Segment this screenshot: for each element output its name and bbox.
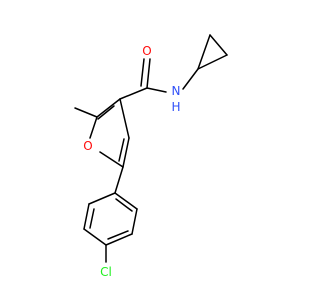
oxygen-furan-label: O (83, 139, 92, 153)
bond (83, 228, 107, 246)
bond (146, 87, 167, 93)
bond (89, 116, 98, 139)
bond (74, 107, 98, 118)
bond (182, 68, 199, 90)
bond (146, 58, 151, 89)
bonds (74, 34, 228, 263)
hydrogen-label: H (171, 100, 180, 114)
bond (105, 233, 133, 246)
bond (114, 192, 138, 210)
bond (97, 105, 115, 120)
bond (197, 54, 228, 70)
chlorine-label: Cl (100, 265, 112, 279)
bond (115, 198, 133, 212)
bond (114, 166, 124, 194)
bond (209, 34, 228, 56)
bond (119, 98, 130, 139)
bond (122, 137, 130, 168)
bond (96, 98, 121, 118)
bond (131, 208, 138, 235)
bond (197, 34, 211, 70)
bond (88, 192, 116, 205)
oxygen-carbonyl-label: O (142, 44, 151, 58)
bond (107, 230, 129, 240)
nitrogen-label: N (172, 84, 181, 98)
molecule-diagram: O N H O Cl (74, 34, 228, 279)
bond (83, 203, 90, 230)
bond (140, 58, 145, 87)
bond (89, 208, 95, 229)
bond (119, 87, 148, 100)
bond (99, 151, 124, 168)
atom-labels: O N H O Cl (83, 44, 180, 279)
bond (118, 138, 125, 162)
